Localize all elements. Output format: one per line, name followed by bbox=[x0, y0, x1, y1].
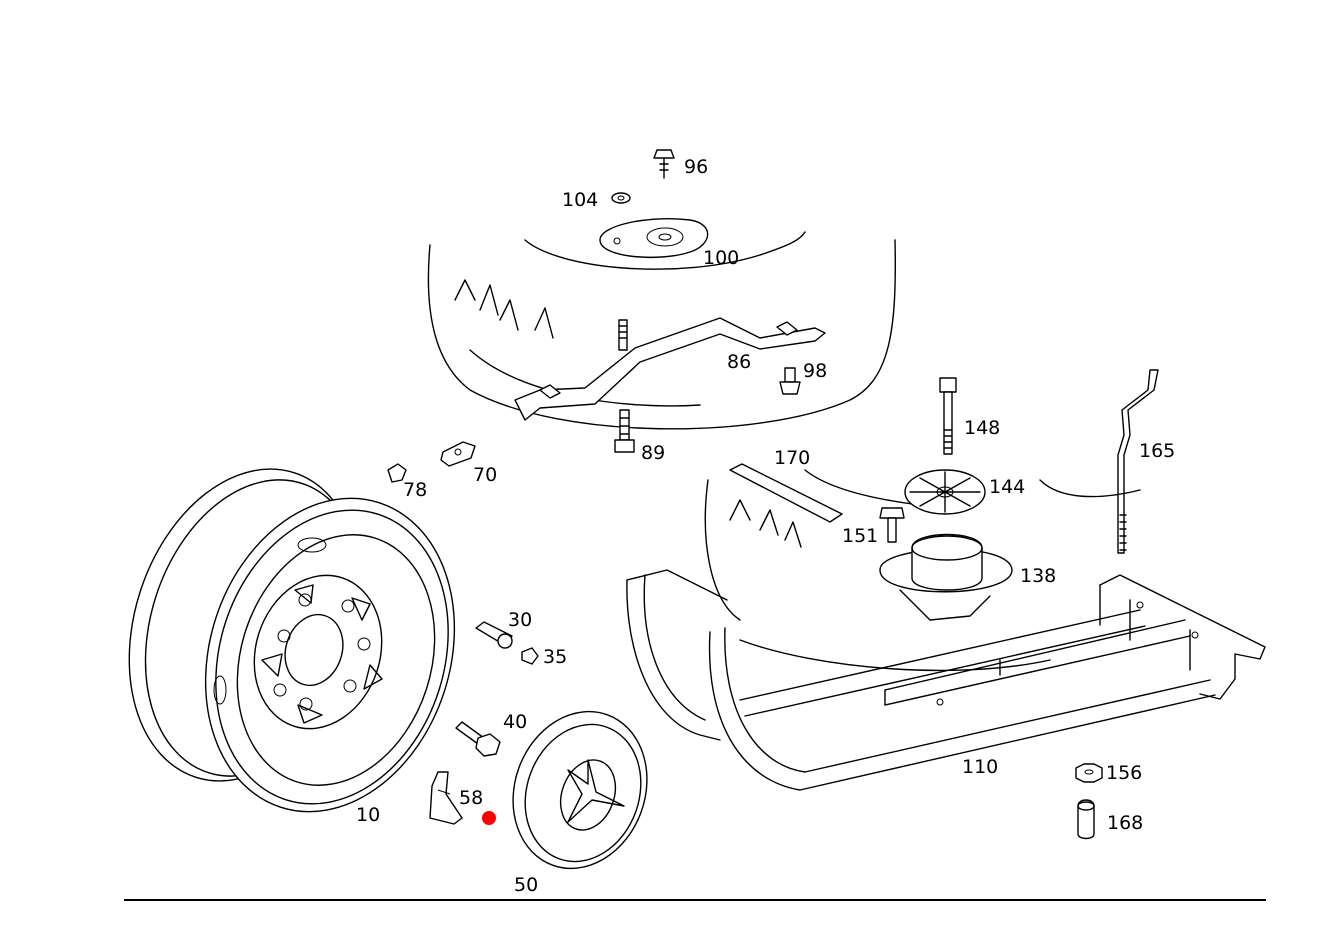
label-168: 168 bbox=[1107, 812, 1143, 834]
label-110: 110 bbox=[962, 756, 998, 778]
wheel-rim-10 bbox=[128, 468, 456, 813]
label-30: 30 bbox=[508, 609, 532, 631]
sleeve-168 bbox=[1077, 799, 1095, 840]
label-58: 58 bbox=[459, 787, 483, 809]
label-170: 170 bbox=[774, 447, 810, 469]
bolt-96 bbox=[653, 149, 675, 179]
label-10: 10 bbox=[356, 804, 380, 826]
clip-58 bbox=[429, 771, 463, 825]
label-165: 165 bbox=[1139, 440, 1175, 462]
cap-35 bbox=[521, 647, 539, 665]
valve-30 bbox=[475, 621, 513, 649]
disc-144 bbox=[904, 469, 986, 515]
label-138: 138 bbox=[1020, 565, 1056, 587]
label-100: 100 bbox=[703, 247, 739, 269]
label-98: 98 bbox=[803, 360, 827, 382]
label-89: 89 bbox=[641, 442, 665, 464]
bolt-148 bbox=[939, 377, 957, 455]
nut-156 bbox=[1075, 763, 1103, 783]
label-78: 78 bbox=[403, 479, 427, 501]
hubcap-50 bbox=[512, 710, 648, 870]
bolt-89 bbox=[614, 409, 635, 453]
nut-104 bbox=[611, 192, 631, 204]
stud-upper bbox=[618, 319, 628, 351]
plate-100 bbox=[599, 218, 709, 259]
marker-dot bbox=[482, 811, 496, 825]
bolt-98 bbox=[779, 367, 801, 395]
carrier-frame-110 bbox=[626, 569, 1266, 791]
label-50: 50 bbox=[514, 874, 538, 896]
label-156: 156 bbox=[1106, 762, 1142, 784]
clip-78 bbox=[387, 463, 407, 483]
rod-165 bbox=[1117, 369, 1159, 554]
label-35: 35 bbox=[543, 646, 567, 668]
label-86: 86 bbox=[727, 351, 751, 373]
label-70: 70 bbox=[473, 464, 497, 486]
label-148: 148 bbox=[964, 417, 1000, 439]
label-144: 144 bbox=[989, 476, 1025, 498]
label-151: 151 bbox=[842, 525, 878, 547]
bolt-40 bbox=[455, 721, 501, 757]
label-104: 104 bbox=[562, 189, 598, 211]
mount-138 bbox=[879, 533, 1013, 621]
strip-170 bbox=[729, 463, 843, 523]
bolt-151 bbox=[879, 507, 905, 543]
label-40: 40 bbox=[503, 711, 527, 733]
upper-spare-tire bbox=[427, 231, 896, 430]
bracket-86 bbox=[514, 317, 826, 421]
label-96: 96 bbox=[684, 156, 708, 178]
clip-70 bbox=[440, 441, 476, 467]
lower-spare-tire bbox=[704, 469, 1141, 672]
